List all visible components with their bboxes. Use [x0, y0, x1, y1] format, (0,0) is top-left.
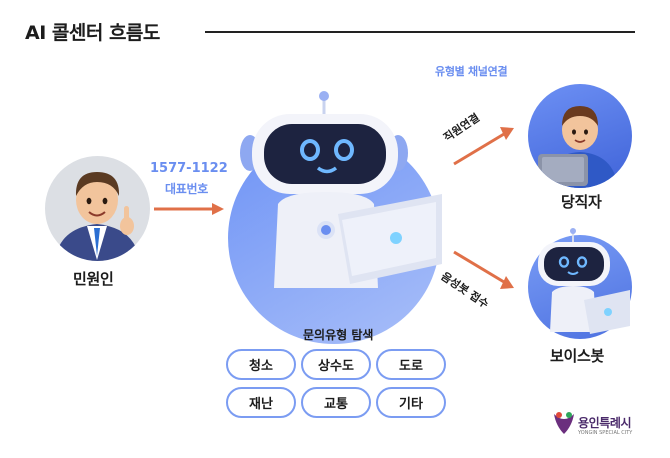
operator-icon — [538, 106, 618, 188]
citizen-label: 민원인 — [73, 270, 114, 288]
inquiry-type-chip: 기타 — [376, 387, 446, 418]
inquiry-title: 문의유형 탐색 — [303, 328, 374, 342]
inquiry-type-chip: 청소 — [226, 349, 296, 380]
inquiry-type-chip: 재난 — [226, 387, 296, 418]
arrow-to-voicebot — [453, 250, 514, 289]
inquiry-type-chip: 교통 — [301, 387, 371, 418]
inquiry-type-chip: 도로 — [376, 349, 446, 380]
ai-robot-icon — [240, 91, 442, 288]
routing-caption: 유형별 채널연결 — [435, 65, 508, 78]
phone-number: 1577-1122 — [150, 161, 228, 176]
inquiry-type-chip: 상수도 — [301, 349, 371, 380]
voicebot-label: 보이스봇 — [550, 347, 605, 365]
title-divider — [205, 31, 635, 33]
logo-name: 용인특례시 — [578, 416, 632, 430]
businessman-icon — [55, 172, 140, 261]
logo-subtitle: YONGIN SPECIAL CITY — [578, 430, 633, 436]
arrow-to-staff — [453, 127, 514, 166]
voicebot-robot-icon — [538, 228, 630, 334]
page-title: AI 콜센터 흐름도 — [25, 22, 160, 44]
phone-caption: 대표번호 — [165, 182, 208, 196]
arrow-to-robot — [154, 203, 224, 215]
citizen-avatar — [45, 156, 150, 261]
yongin-logo-icon — [554, 412, 574, 434]
staff-label: 당직자 — [561, 193, 602, 211]
staff-avatar — [528, 84, 632, 188]
